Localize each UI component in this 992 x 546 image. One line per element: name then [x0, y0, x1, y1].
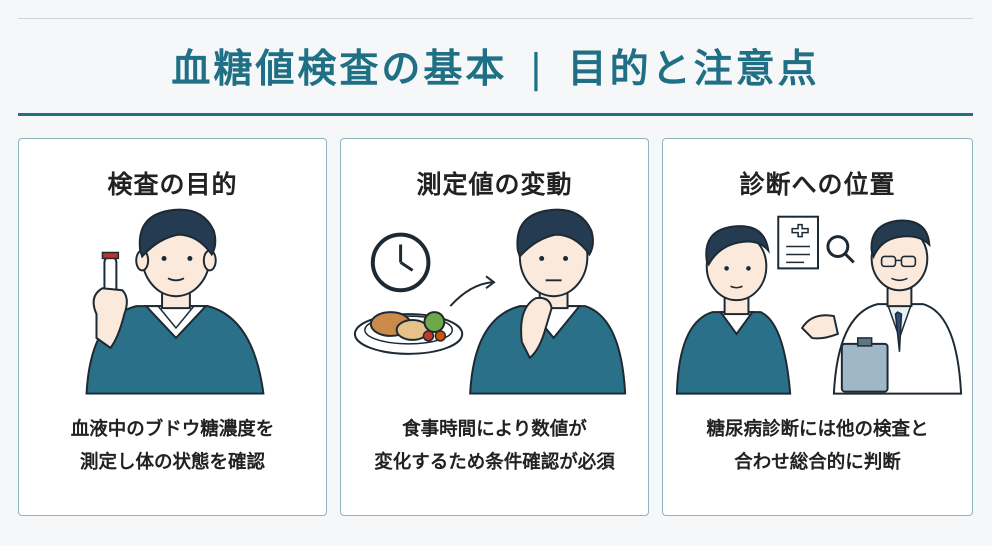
- header: 血糖値検査の基本 | 目的と注意点: [18, 18, 973, 116]
- card-description: 糖尿病診断には他の検査と 合わせ総合的に判断: [663, 413, 972, 479]
- desc-line-2: 合わせ総合的に判断: [734, 452, 901, 473]
- desc-line-1: 食事時間により数値が: [402, 419, 587, 440]
- card-diagnosis: 診断への位置 糖尿病診断には他の検査と 合わせ総合的に判断: [662, 138, 973, 516]
- variation-illustration: [353, 208, 627, 395]
- title-separator: |: [529, 47, 546, 92]
- title-sub: 目的と注意点: [567, 47, 820, 92]
- purpose-illustration: [85, 208, 265, 395]
- desc-line-2: 変化するため条件確認が必須: [374, 452, 615, 473]
- card-description: 血液中のブドウ糖濃度を 測定し体の状態を確認: [19, 413, 326, 479]
- title-main: 血糖値検査の基本: [171, 47, 508, 92]
- desc-line-1: 血液中のブドウ糖濃度を: [70, 419, 275, 440]
- desc-line-1: 糖尿病診断には他の検査と: [706, 419, 929, 440]
- card-description: 食事時間により数値が 変化するため条件確認が必須: [341, 413, 648, 479]
- card-title: 検査の目的: [107, 170, 238, 199]
- card-title: 測定値の変動: [416, 170, 573, 199]
- desc-line-2: 測定し体の状態を確認: [79, 452, 265, 473]
- card-title: 診断への位置: [739, 170, 896, 199]
- page-title: 血糖値検査の基本 | 目的と注意点: [171, 38, 819, 94]
- card-purpose: 検査の目的 血液中のブドウ糖濃度を 測定し体の状態を確認: [18, 138, 327, 516]
- card-variation: 測定値の変動 食事時間により数値が 変化するため条件確認が必須: [340, 138, 649, 516]
- diagnosis-illustration: [675, 215, 963, 395]
